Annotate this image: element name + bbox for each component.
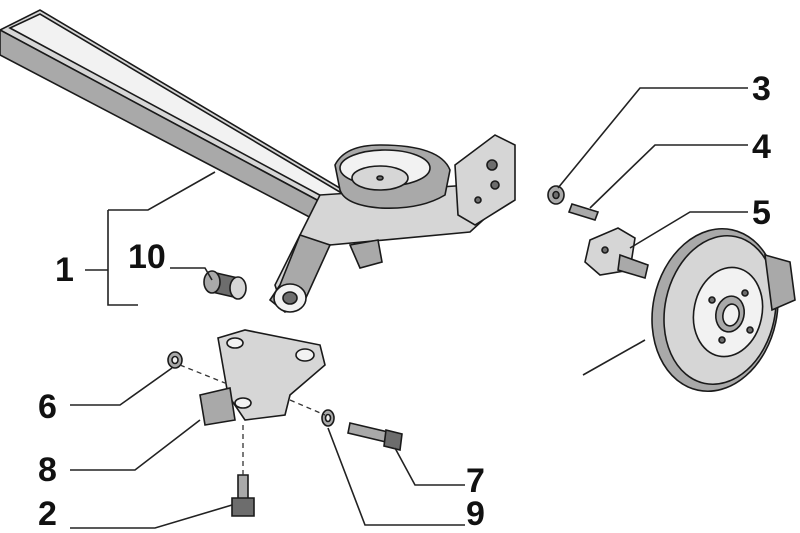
bushing-part bbox=[203, 270, 247, 300]
bolt-part bbox=[347, 422, 403, 451]
bolt-part bbox=[231, 474, 255, 517]
bracket-part bbox=[199, 329, 326, 426]
callout-2: 2 bbox=[38, 495, 57, 533]
leader-line-2 bbox=[70, 504, 233, 529]
callout-10: 10 bbox=[128, 238, 166, 276]
callout-1: 1 bbox=[55, 251, 74, 289]
leader-line-3 bbox=[557, 87, 748, 189]
washer-part bbox=[321, 409, 335, 427]
leader-line-4 bbox=[589, 144, 748, 209]
leader-line-9 bbox=[327, 427, 465, 526]
leader-line-disc bbox=[582, 339, 646, 376]
callout-7: 7 bbox=[466, 462, 485, 500]
callout-4: 4 bbox=[752, 128, 771, 166]
nut-part bbox=[547, 185, 565, 205]
leader-line-10 bbox=[170, 267, 213, 281]
assembly-line bbox=[289, 399, 326, 416]
brake-disc-part bbox=[651, 227, 796, 393]
callout-3: 3 bbox=[752, 70, 771, 108]
leader-line-6 bbox=[70, 367, 173, 406]
stub-axle-part bbox=[584, 227, 649, 280]
axle-beam-part bbox=[0, 9, 516, 313]
leader-line-1 bbox=[85, 171, 216, 306]
stud-part bbox=[567, 203, 600, 221]
leader-line-5 bbox=[629, 211, 748, 249]
callout-9: 9 bbox=[466, 495, 485, 533]
leader-line-7 bbox=[394, 447, 465, 486]
washer-part bbox=[167, 351, 183, 369]
callout-6: 6 bbox=[38, 388, 57, 426]
callout-5: 5 bbox=[752, 194, 771, 232]
leader-line-8 bbox=[70, 419, 201, 471]
callout-8: 8 bbox=[38, 451, 57, 489]
